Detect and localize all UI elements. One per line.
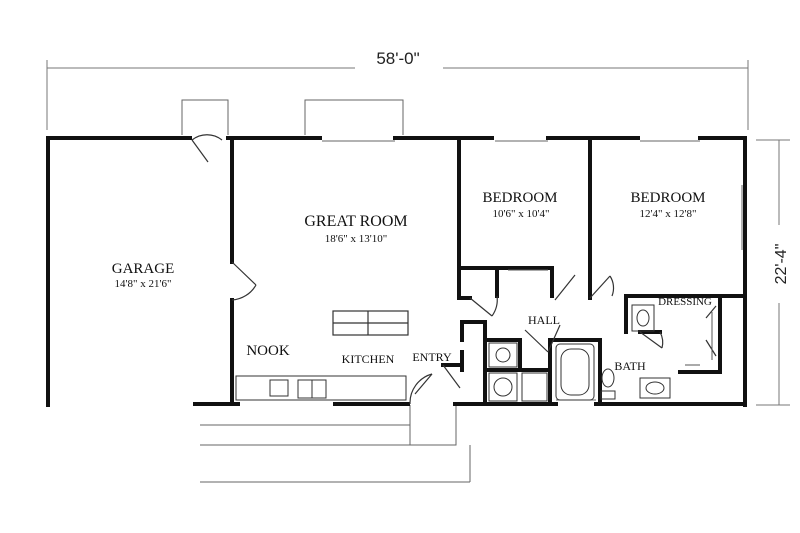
room-size-bedroom-1: 10'6" x 10'4"	[493, 208, 550, 220]
closet-shelving	[508, 269, 713, 366]
overall-width-label: 58'-0"	[376, 49, 419, 68]
room-size-garage: 14'8" x 21'6"	[115, 278, 172, 290]
walls	[46, 136, 747, 407]
room-name-dressing: DRESSING	[658, 296, 712, 308]
dimension-width	[46, 60, 749, 130]
room-name-hall: HALL	[528, 313, 560, 327]
overall-depth-label: 22'-4"	[773, 244, 790, 285]
laundry-fixtures	[488, 342, 548, 402]
room-name-kitchen: KITCHEN	[342, 352, 395, 366]
doors	[191, 134, 717, 405]
room-size-bedroom-2: 12'4" x 12'8"	[640, 208, 697, 220]
room-name-bedroom-1: BEDROOM	[482, 190, 557, 206]
room-name-garage: GARAGE	[112, 261, 175, 277]
room-name-bath: BATH	[614, 359, 646, 373]
thin-outlines	[181, 99, 743, 483]
room-name-entry: ENTRY	[412, 350, 452, 364]
room-name-bedroom-2: BEDROOM	[630, 190, 705, 206]
kitchen-counter	[235, 375, 407, 401]
room-size-great-room: 18'6" x 13'10"	[325, 233, 387, 245]
bath-fixtures	[555, 304, 671, 401]
room-name-great-room: GREAT ROOM	[304, 213, 407, 230]
room-name-nook: NOOK	[246, 343, 289, 359]
kitchen-island	[332, 310, 409, 336]
